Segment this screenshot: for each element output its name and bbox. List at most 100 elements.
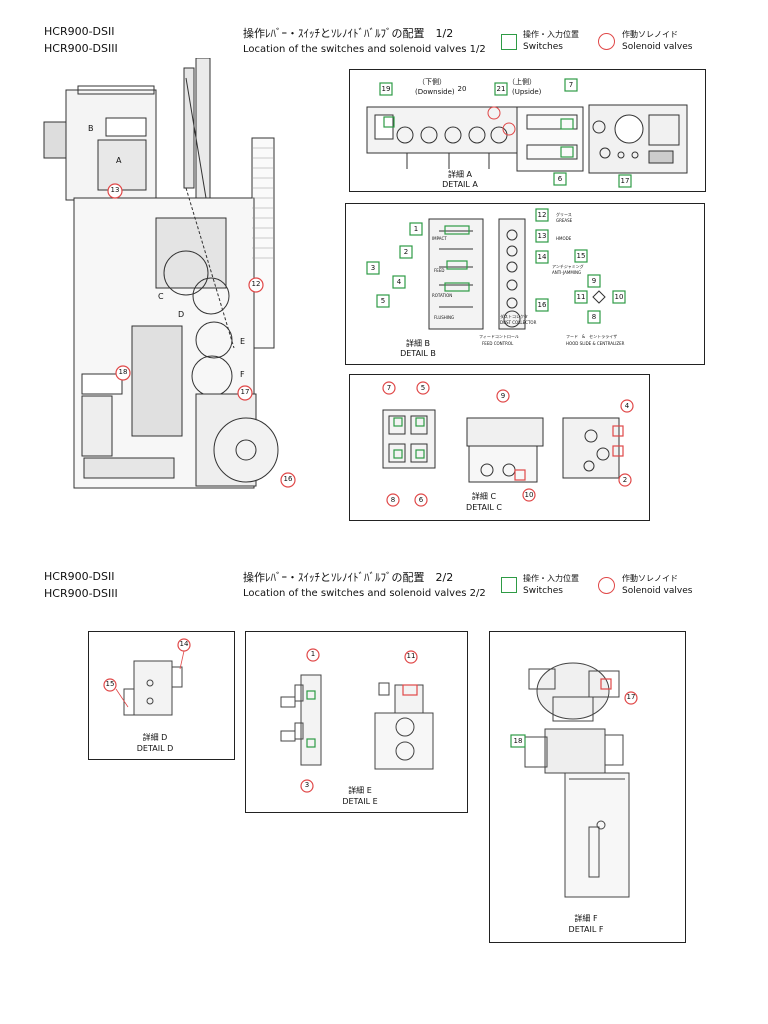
- detail-b-marker-2: 2: [403, 248, 409, 256]
- legend-switch-en: Switches: [523, 42, 563, 52]
- detail-c-marker-8: 8: [390, 496, 396, 504]
- overview-marker-18: 18: [118, 368, 128, 376]
- detail-b-label-anti-jamming: ANTI-JAMMING: [552, 270, 582, 275]
- detail-f-frame: [489, 631, 686, 943]
- detail-b-marker-16: 16: [537, 301, 547, 309]
- detail-f-marker-18: 18: [513, 737, 523, 745]
- detail-c-caption-en: DETAIL C: [466, 503, 502, 512]
- page-title-en: Location of the switches and solenoid va…: [243, 44, 486, 55]
- detail-a-marker-20: 20: [457, 85, 467, 93]
- detail-a-downside-jp: （下側）: [418, 78, 446, 86]
- detail-b-marker-15: 15: [576, 252, 586, 260]
- detail-e-marker-11: 11: [406, 652, 416, 660]
- overview-letter-b: B: [88, 124, 94, 133]
- overview-marker-12-circle: [248, 277, 264, 293]
- detail-c-marker-9: 9: [500, 392, 506, 400]
- page2-title-jp: 操作ﾚﾊﾞｰ・ｽｲｯﾁとｿﾚﾉｲﾄﾞﾊﾞﾙﾌﾞの配置 2/2: [243, 571, 454, 584]
- detail-a-marker-19: 19: [381, 85, 391, 93]
- detail-a-caption-jp: 詳細 A: [447, 170, 472, 179]
- overview-letter-d: D: [178, 310, 185, 319]
- detail-b-label-anti-jamming-jp: アンチジャミング: [552, 264, 584, 269]
- detail-b-marker-5: 5: [380, 297, 386, 305]
- detail-c-marker-6: 6: [418, 496, 424, 504]
- detail-b-marker-8: 8: [591, 313, 597, 321]
- detail-d-frame: [88, 631, 235, 760]
- detail-b-label-hood-slide: HOOD SLIDE & CENTRALIZER: [566, 341, 625, 346]
- overview-marker-13-circle: [107, 183, 123, 199]
- detail-b-marker-9: 9: [591, 277, 597, 285]
- detail-c-marker-5: 5: [420, 384, 426, 392]
- detail-b-label-feed-control-jp: フィードコントロール: [479, 334, 519, 339]
- detail-b-label-dust-collector: DUST COLLECTOR: [500, 320, 537, 325]
- detail-c-drawing: [382, 381, 634, 507]
- detail-c-caption-jp: 詳細 C: [471, 492, 497, 501]
- machine-overview-drawing: [43, 58, 279, 489]
- overview-letter-f: F: [240, 370, 245, 379]
- overview-marker-12: 12: [251, 280, 261, 288]
- detail-a-frame: [349, 69, 706, 192]
- detail-a-upside-jp: （上側）: [508, 78, 536, 86]
- detail-a-caption-en: DETAIL A: [442, 180, 478, 189]
- detail-e-drawing: [280, 648, 434, 793]
- overview-letter-c: C: [158, 292, 164, 301]
- detail-a-marker-17: 17: [620, 177, 630, 185]
- detail-c-marker-4: 4: [624, 402, 630, 410]
- detail-e-marker-1: 1: [310, 650, 316, 658]
- legend2-solenoid-en: Solenoid valves: [622, 586, 693, 596]
- detail-d-marker-14: 14: [179, 640, 189, 648]
- legend-solenoid-en: Solenoid valves: [622, 42, 693, 52]
- legend2-solenoid-icon: [598, 577, 615, 594]
- legend2-switch-jp: 操作・入力位置: [523, 574, 579, 583]
- overview-letter-a: A: [116, 156, 122, 165]
- detail-e-caption-en: DETAIL E: [342, 797, 378, 806]
- model-name-4: HCR900-DSIII: [44, 587, 118, 600]
- detail-b-marker-10: 10: [614, 293, 624, 301]
- detail-e-caption-jp: 詳細 E: [348, 786, 372, 795]
- detail-f-marker-17: 17: [626, 693, 636, 701]
- detail-b-frame: [345, 203, 705, 365]
- detail-a-marker-6: 6: [557, 175, 563, 183]
- overview-marker-16: 16: [283, 475, 293, 483]
- legend-solenoid-icon: [598, 33, 615, 50]
- detail-d-drawing: [103, 638, 191, 716]
- detail-b-label-grease-jp: グリース: [556, 212, 572, 217]
- detail-b-label-hmode: HMODE: [556, 236, 572, 241]
- detail-a-drawing: [366, 78, 688, 188]
- detail-b-label-impact: IMPACT: [432, 236, 447, 241]
- detail-b-label-feed-control: FEED CONTROL: [482, 341, 514, 346]
- legend-solenoid-jp: 作動ソレノイド: [622, 30, 678, 39]
- detail-e-frame: [245, 631, 468, 813]
- detail-b-label-grease: GREASE: [556, 218, 573, 223]
- model-name-1: HCR900-DSII: [44, 25, 115, 38]
- detail-b-label-flushing: FLUSHING: [434, 315, 455, 320]
- detail-f-caption-jp: 詳細 F: [574, 914, 598, 923]
- detail-a-marker-7: 7: [568, 81, 574, 89]
- detail-d-marker-15: 15: [105, 680, 115, 688]
- legend-switch-jp: 操作・入力位置: [523, 30, 579, 39]
- model-name-3: HCR900-DSII: [44, 570, 115, 583]
- detail-c-marker-2: 2: [622, 476, 628, 484]
- legend2-switch-en: Switches: [523, 586, 563, 596]
- legend2-solenoid-jp: 作動ソレノイド: [622, 574, 678, 583]
- overview-marker-17-circle: [237, 385, 253, 401]
- detail-d-caption-en: DETAIL D: [136, 744, 174, 753]
- overview-letter-e: E: [240, 337, 246, 346]
- detail-d-caption-jp: 詳細 D: [142, 733, 168, 742]
- detail-a-downside-en: (Downside): [415, 88, 455, 96]
- detail-b-marker-3: 3: [370, 264, 376, 272]
- detail-a-upside-en: (Upside): [512, 88, 542, 96]
- detail-e-marker-3: 3: [304, 781, 310, 789]
- detail-b-label-hood-slide-jp: フード & セントラライザ: [566, 334, 618, 339]
- detail-b-caption-jp: 詳細 B: [405, 339, 431, 348]
- detail-b-drawing: [366, 208, 626, 330]
- detail-b-marker-4: 4: [396, 278, 402, 286]
- legend-switch-icon: [501, 34, 517, 50]
- detail-f-caption-en: DETAIL F: [568, 925, 604, 934]
- detail-c-frame: [349, 374, 650, 521]
- detail-c-marker-7: 7: [386, 384, 392, 392]
- detail-a-marker-21: 21: [496, 85, 506, 93]
- detail-b-marker-11: 11: [576, 293, 586, 301]
- detail-b-label-dust-collector-jp: ダストコレクタ: [500, 314, 528, 319]
- detail-b-marker-1: 1: [413, 225, 419, 233]
- detail-b-marker-14: 14: [537, 253, 547, 261]
